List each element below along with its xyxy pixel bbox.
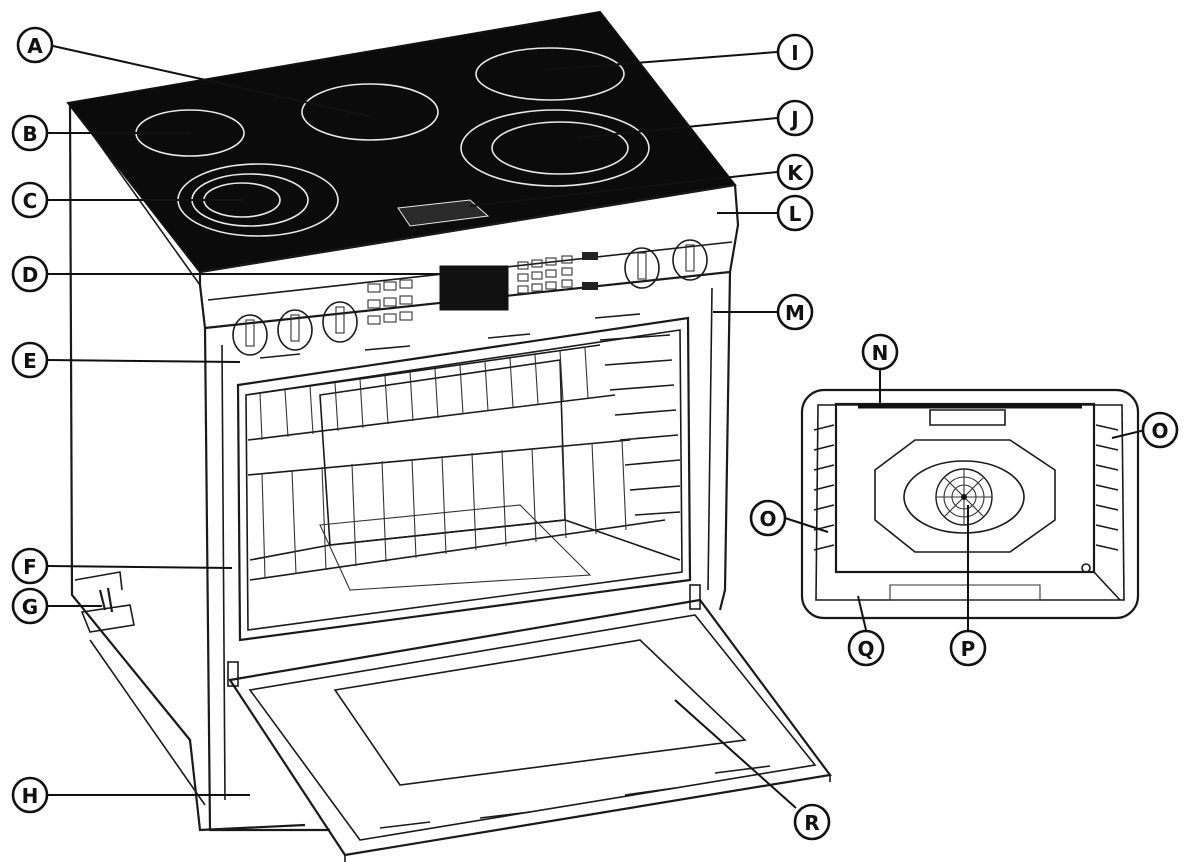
oven-interior-inset — [800, 388, 1140, 620]
callout-h: H — [11, 776, 49, 814]
svg-text:D: D — [22, 263, 39, 287]
svg-text:C: C — [23, 189, 38, 213]
callout-a: A — [16, 26, 54, 64]
svg-text:Q: Q — [857, 637, 874, 661]
convection-fan — [935, 468, 993, 526]
callout-g: G — [11, 587, 49, 625]
leader-Q — [857, 595, 867, 631]
callout-m: M — [776, 293, 814, 331]
callout-b: B — [11, 114, 49, 152]
callout-r: R — [793, 803, 831, 841]
right-knobs — [624, 239, 708, 289]
leader-J — [574, 117, 778, 139]
leader-lines — [47, 45, 1146, 809]
callout-k: K — [776, 153, 814, 191]
oven-cavity — [236, 316, 692, 642]
control-buttons-left — [367, 279, 413, 325]
burner-right-rear — [475, 47, 625, 101]
callout-q: Q — [847, 629, 885, 667]
callout-labels: A B C D E F G H I J K L M N O O P Q R — [11, 26, 1179, 841]
svg-text:H: H — [22, 784, 39, 808]
callout-c: C — [11, 181, 49, 219]
callout-o-left: O — [749, 499, 787, 537]
range-illustration — [66, 10, 832, 862]
callout-f: F — [11, 547, 49, 585]
svg-text:L: L — [789, 202, 802, 226]
cooktop-control-area — [397, 199, 490, 227]
left-knobs — [232, 301, 358, 356]
svg-text:N: N — [872, 341, 889, 365]
svg-text:O: O — [1151, 419, 1168, 443]
svg-text:G: G — [22, 595, 38, 619]
svg-text:K: K — [787, 161, 804, 185]
burner-right-front-outer — [460, 109, 650, 187]
callout-e: E — [11, 341, 49, 379]
svg-text:R: R — [804, 811, 819, 835]
callout-n: N — [861, 333, 899, 371]
control-buttons-right — [517, 252, 598, 294]
svg-text:M: M — [785, 301, 805, 325]
anti-tip-bracket — [74, 571, 135, 633]
leader-F — [47, 565, 233, 569]
leader-E — [47, 359, 241, 363]
svg-text:E: E — [23, 349, 37, 373]
svg-text:F: F — [23, 555, 37, 579]
leader-A — [52, 45, 373, 118]
burner-rear-center — [301, 83, 439, 141]
leader-I — [544, 51, 778, 71]
svg-text:P: P — [961, 637, 976, 661]
callout-d: D — [11, 255, 49, 293]
cooktop-glass — [66, 10, 737, 274]
range-side-panel — [68, 102, 306, 832]
svg-text:J: J — [789, 107, 798, 131]
door-window — [333, 639, 747, 786]
callout-j: J — [776, 99, 814, 137]
callout-i: I — [776, 33, 814, 71]
svg-text:I: I — [791, 41, 798, 65]
oven-door — [227, 584, 832, 862]
convection-cover — [874, 439, 1056, 553]
callout-l: L — [776, 194, 814, 232]
leader-O-right — [1111, 429, 1146, 439]
svg-text:O: O — [759, 507, 776, 531]
leader-O-left — [784, 517, 829, 533]
callout-o-right: O — [1141, 411, 1179, 449]
burner-right-front-inner — [491, 121, 629, 175]
oven-display-window — [439, 265, 509, 311]
svg-text:A: A — [27, 34, 43, 58]
leader-K — [469, 171, 778, 207]
leader-R — [674, 699, 797, 809]
callout-p: P — [949, 629, 987, 667]
oven-front-frame — [203, 271, 732, 832]
svg-text:B: B — [22, 122, 37, 146]
